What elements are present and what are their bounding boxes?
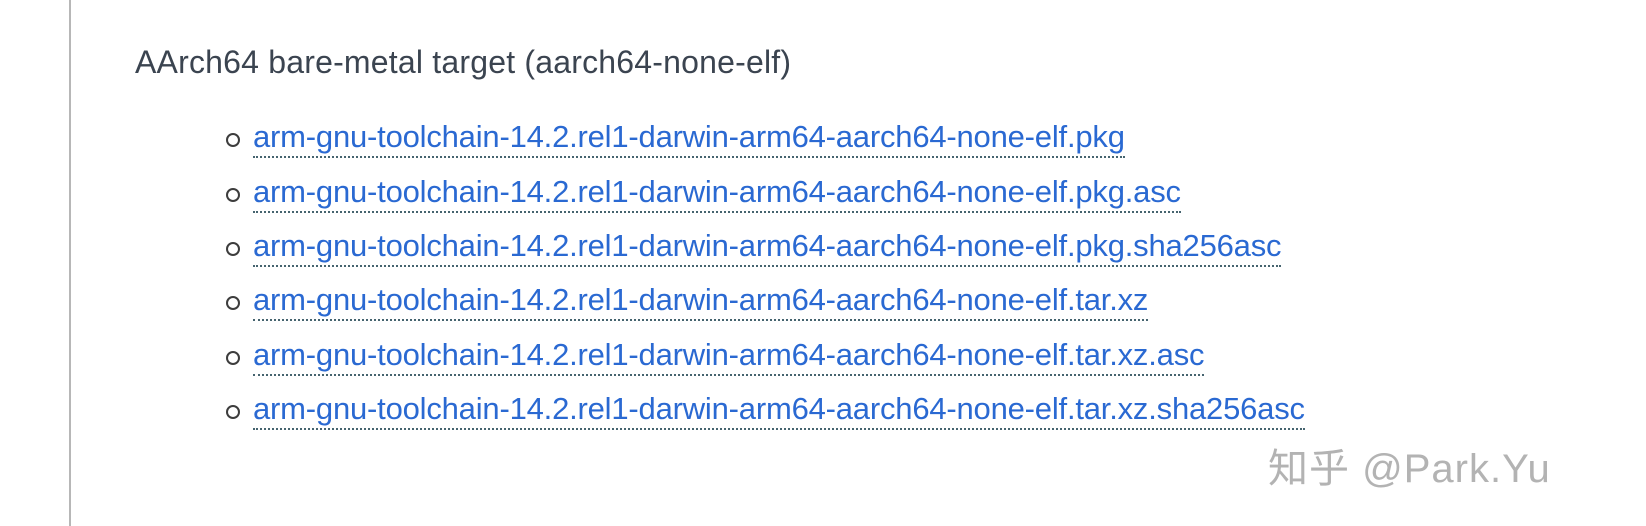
download-link[interactable]: arm-gnu-toolchain-14.2.rel1-darwin-arm64… bbox=[253, 392, 1305, 431]
left-vertical-divider bbox=[69, 0, 71, 526]
circle-bullet-icon bbox=[226, 133, 240, 148]
list-item: arm-gnu-toolchain-14.2.rel1-darwin-arm64… bbox=[226, 112, 1305, 166]
list-item: arm-gnu-toolchain-14.2.rel1-darwin-arm64… bbox=[226, 330, 1305, 384]
download-link[interactable]: arm-gnu-toolchain-14.2.rel1-darwin-arm64… bbox=[253, 174, 1181, 213]
zhihu-watermark: 知乎 @Park.Yu bbox=[1268, 447, 1551, 491]
download-link[interactable]: arm-gnu-toolchain-14.2.rel1-darwin-arm64… bbox=[253, 120, 1125, 159]
circle-bullet-icon bbox=[226, 187, 240, 202]
circle-bullet-icon bbox=[226, 241, 240, 256]
circle-bullet-icon bbox=[226, 350, 240, 365]
download-list: arm-gnu-toolchain-14.2.rel1-darwin-arm64… bbox=[226, 112, 1305, 438]
circle-bullet-icon bbox=[226, 296, 240, 311]
download-link[interactable]: arm-gnu-toolchain-14.2.rel1-darwin-arm64… bbox=[253, 337, 1204, 376]
list-item: arm-gnu-toolchain-14.2.rel1-darwin-arm64… bbox=[226, 221, 1305, 275]
section-heading: AArch64 bare-metal target (aarch64-none-… bbox=[135, 44, 792, 80]
download-link[interactable]: arm-gnu-toolchain-14.2.rel1-darwin-arm64… bbox=[253, 283, 1148, 322]
list-item: arm-gnu-toolchain-14.2.rel1-darwin-arm64… bbox=[226, 275, 1305, 329]
list-item: arm-gnu-toolchain-14.2.rel1-darwin-arm64… bbox=[226, 166, 1305, 220]
download-link[interactable]: arm-gnu-toolchain-14.2.rel1-darwin-arm64… bbox=[253, 228, 1281, 268]
circle-bullet-icon bbox=[226, 405, 240, 420]
list-item: arm-gnu-toolchain-14.2.rel1-darwin-arm64… bbox=[226, 384, 1305, 438]
